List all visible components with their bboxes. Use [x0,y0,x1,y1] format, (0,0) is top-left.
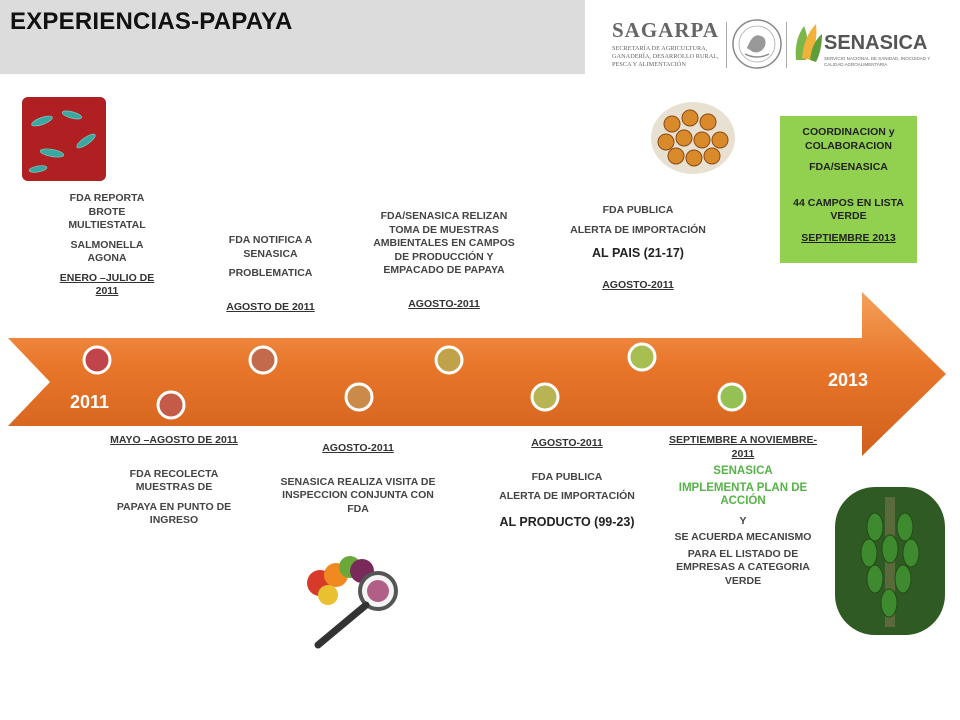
sagarpa-logo: SAGARPA SECRETARÍA DE AGRICULTURA, GANAD… [612,18,722,70]
timeline-markers [82,342,747,420]
senasica-logo: SENASICA SERVICIO NACIONAL DE SANIDAD, I… [788,18,938,70]
start-year-label: 2011 [70,392,110,412]
summary-box: COORDINACION y COLABORACION FDA/SENASICA… [780,116,917,263]
timeline-marker [156,390,186,420]
event-bottom-3: AGOSTO-2011 FDA PUBLICA ALERTA DE IMPORT… [480,437,654,535]
corn-icon [795,24,822,62]
event-date: AGOSTO-2011 [531,437,603,449]
timeline-marker [434,345,464,375]
event-date: AGOSTO-2011 [602,278,674,291]
event-top-4: FDA PUBLICA ALERTA DE IMPORTACIÓN AL PAI… [556,204,720,298]
page-title: EXPERIENCIAS-PAPAYA [10,8,293,35]
event-date: AGOSTO-2011 [322,442,394,454]
vegetables-magnifier-image [307,556,398,649]
end-year-label: 2013 [828,370,869,390]
title-bar: EXPERIENCIAS-PAPAYA [0,0,585,74]
senasica-subtitle: SERVICIO NACIONAL DE SANIDAD, INOCUIDAD … [824,56,931,67]
event-top-1: FDA REPORTA BROTE MULTIESTATAL SALMONELL… [52,192,162,305]
event-date: MAYO –AGOSTO DE 2011 [110,434,238,446]
event-top-2: FDA NOTIFICA A SENASICA PROBLEMATICA AGO… [213,234,328,320]
timeline-marker [248,345,278,375]
mexico-seal-icon [732,19,782,69]
event-date: AGOSTO DE 2011 [226,300,315,313]
timeline-marker [344,382,374,412]
timeline-marker [530,382,560,412]
event-bottom-1: MAYO –AGOSTO DE 2011 FDA RECOLECTA MUEST… [104,434,244,534]
event-date: AGOSTO-2011 [408,297,480,310]
event-highlight: AL PRODUCTO (99-23) [499,514,635,529]
timeline-marker [717,382,747,412]
senasica-name: SENASICA [824,32,928,54]
arrow-shape [8,292,946,456]
logo-divider-2 [786,22,787,68]
salmonella-image [22,97,106,181]
event-top-3: FDA/SENASICA RELIZAN TOMA DE MUESTRAS AM… [366,210,522,317]
summary-date: SEPTIEMBRE 2013 [801,231,896,244]
papaya-seeds-image [651,102,735,174]
event-date: ENERO –JULIO DE 2011 [59,271,155,298]
timeline-marker [82,345,112,375]
event-bottom-2: AGOSTO-2011 SENASICA REALIZA VISITA DE I… [278,442,438,522]
papaya-tree-image [835,487,945,635]
timeline-marker [627,342,657,372]
sagarpa-name: SAGARPA [612,18,719,42]
logo-divider [726,22,727,68]
event-bottom-4: SEPTIEMBRE A NOVIEMBRE-2011 SENASICA IMP… [669,434,817,587]
event-date: SEPTIEMBRE A NOVIEMBRE-2011 [669,434,817,460]
event-highlight: AL PAIS (21-17) [592,246,684,260]
sagarpa-subtitle: SECRETARÍA DE AGRICULTURA, GANADERÍA, DE… [612,45,719,68]
